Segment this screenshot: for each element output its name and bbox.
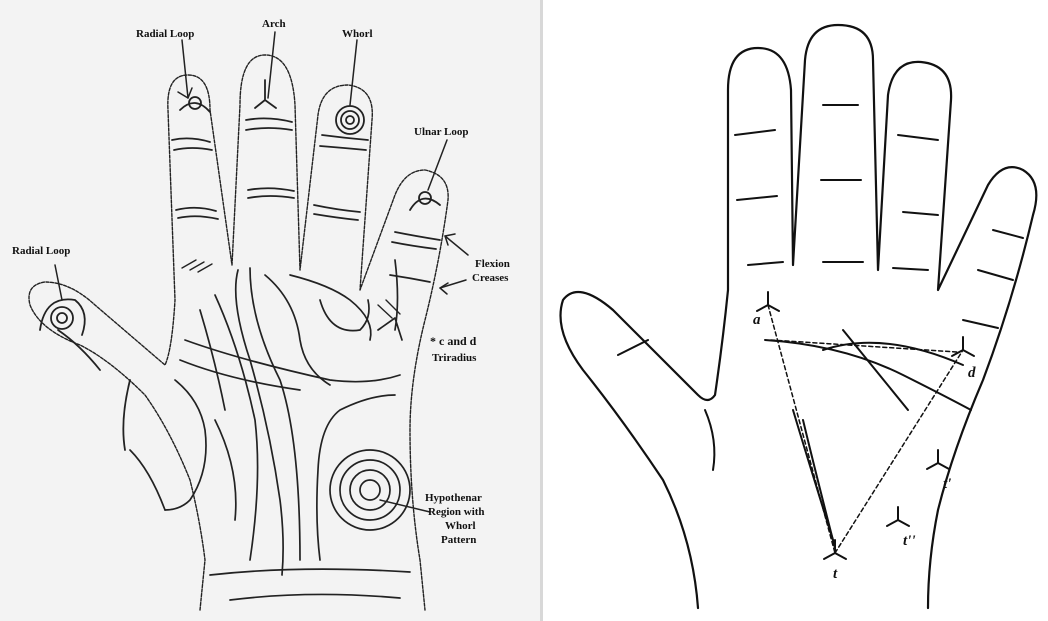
label-flexion-line1: Flexion [475, 258, 510, 271]
right-hand-drawing [543, 0, 1048, 621]
triradius-marks [757, 292, 974, 559]
label-ulnar-loop: Ulnar Loop [414, 126, 469, 139]
label-hypothenar-line2: Region with [428, 506, 485, 519]
label-radial-loop-top: Radial Loop [136, 28, 194, 41]
triradius-t-prime-label: t' [943, 476, 951, 493]
triradius-t-double-prime-label: t'' [903, 533, 916, 550]
label-whorl: Whorl [342, 28, 373, 41]
label-triradius-line2: Triradius [432, 352, 476, 365]
label-hypothenar-line1: Hypothenar [425, 492, 482, 505]
label-radial-loop-thumb: Radial Loop [12, 245, 70, 258]
triradius-t-label: t [833, 566, 837, 583]
label-triradius-line1: * c and d [430, 335, 476, 348]
triradius-a-label: a [753, 312, 761, 329]
right-palm-lines [765, 330, 971, 548]
label-hypothenar-line3: Whorl [445, 520, 476, 533]
left-hand-diagram-panel: Radial Loop Arch Whorl Ulnar Loop Radial… [0, 0, 540, 621]
triradius-d-label: d [968, 365, 976, 382]
label-flexion-line2: Creases [472, 272, 508, 285]
flexion-creases [58, 118, 440, 450]
palm-ridges [130, 260, 410, 600]
right-flexion-creases [618, 105, 1023, 470]
label-pointer-lines [55, 32, 468, 512]
label-arch: Arch [262, 18, 286, 31]
right-hand-diagram-panel: a d t t' t'' [543, 0, 1048, 621]
label-hypothenar-line4: Pattern [441, 534, 476, 547]
right-hand-outline [561, 25, 1037, 608]
